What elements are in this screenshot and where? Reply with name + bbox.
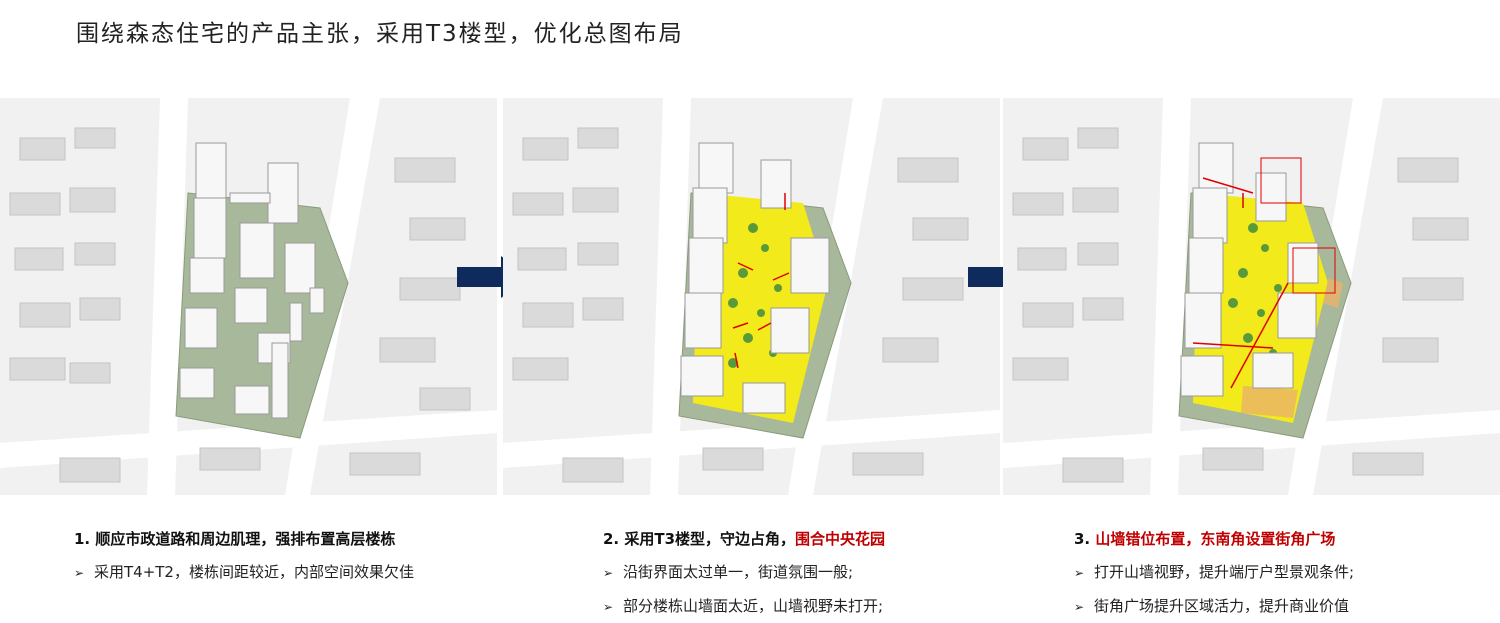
site-plan-panel-3 — [1003, 98, 1500, 495]
step-number: 3. — [1074, 530, 1091, 548]
site-plan-panel-1 — [0, 98, 497, 495]
caption-3: 3. 山墙错位布置，东南角设置街角广场 ➢打开山墙视野，提升端厅户型景观条件; … — [1074, 530, 1354, 617]
caption-2: 2. 采用T3楼型，守边占角，围合中央花园 ➢沿街界面太过单一，街道氛围一般; … — [603, 530, 885, 617]
bullet-item: ➢沿街界面太过单一，街道氛围一般; — [603, 563, 854, 581]
caption-heading: 3. 山墙错位布置，东南角设置街角广场 — [1074, 530, 1354, 549]
bullet-item: ➢街角广场提升区域活力，提升商业价值 — [1074, 597, 1350, 615]
arrowhead-bullet-icon: ➢ — [74, 566, 85, 580]
step-number: 1. — [74, 530, 91, 548]
heading-highlight: 围合中央花园 — [795, 530, 886, 548]
step-number: 2. — [603, 530, 620, 548]
arrowhead-bullet-icon: ➢ — [603, 566, 614, 580]
heading-text: 采用T3楼型，守边占角， — [624, 530, 796, 548]
caption-1: 1. 顺应市政道路和周边肌理，强排布置高层楼栋 ➢采用T4+T2，楼栋间距较近，… — [74, 530, 414, 583]
page-title: 围绕森态住宅的产品主张，采用T3楼型，优化总图布局 — [76, 21, 684, 47]
arrowhead-bullet-icon: ➢ — [1074, 566, 1085, 580]
arrowhead-bullet-icon: ➢ — [603, 600, 614, 614]
bullet-item: ➢打开山墙视野，提升端厅户型景观条件; — [1074, 563, 1355, 581]
arrowhead-bullet-icon: ➢ — [1074, 600, 1085, 614]
heading-text: 顺应市政道路和周边肌理，强排布置高层楼栋 — [95, 530, 396, 548]
bullet-item: ➢采用T4+T2，楼栋间距较近，内部空间效果欠佳 — [74, 563, 414, 581]
caption-heading: 1. 顺应市政道路和周边肌理，强排布置高层楼栋 — [74, 530, 414, 549]
bullet-item: ➢部分楼栋山墙面太近，山墙视野未打开; — [603, 597, 884, 615]
caption-heading: 2. 采用T3楼型，守边占角，围合中央花园 — [603, 530, 885, 549]
heading-highlight: 山墙错位布置，东南角设置街角广场 — [1095, 530, 1336, 548]
site-plan-panel-2 — [503, 98, 1000, 495]
